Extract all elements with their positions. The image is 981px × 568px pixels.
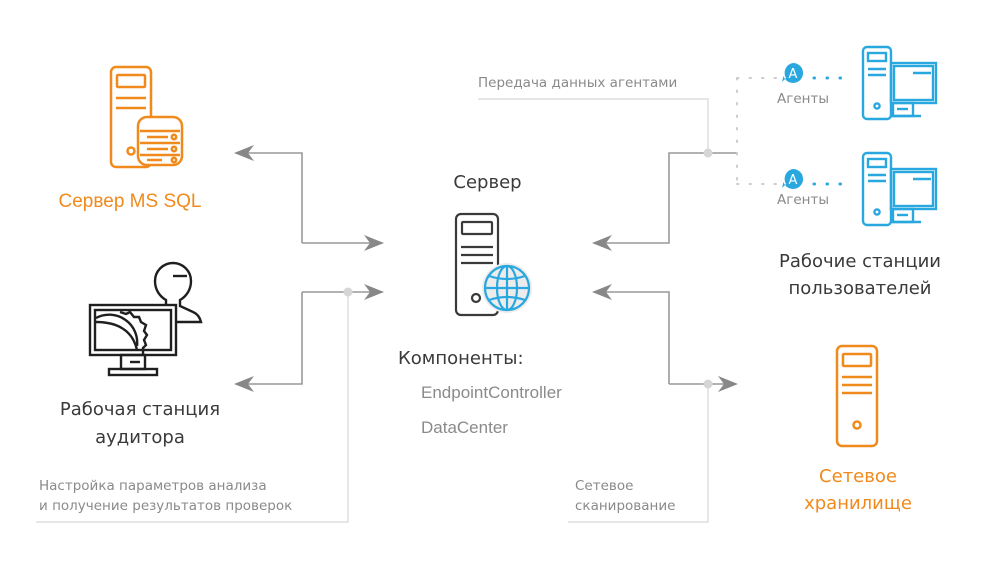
auditor-label: Рабочая станция аудитора (30, 396, 250, 452)
agents-transfer-note: Передача данных агентами (478, 75, 678, 91)
workstations-label-line2: пользователей (788, 278, 932, 299)
audit-settings-note: Настройка параметров анализа и получение… (39, 476, 292, 516)
arrow-to-mssql (234, 145, 303, 243)
agent-badge-1: A (782, 62, 804, 83)
agent-label: Агенты (777, 91, 829, 107)
component-label: EndpointController (421, 383, 562, 402)
agent-badge-2: A (782, 168, 804, 189)
user-workstation-icon (861, 151, 938, 227)
audit-settings-line1: Настройка параметров анализа (39, 478, 267, 494)
storage-label: Сетевое хранилище (770, 463, 946, 517)
workstations-label: Рабочие станции пользователей (745, 248, 975, 302)
network-scan-note: Сетевое сканирование (575, 476, 675, 516)
server-title: Сервер (453, 172, 522, 193)
audit-settings-leader (36, 292, 349, 523)
storage-label-line1: Сетевое (819, 466, 897, 487)
network-scan-line2: сканирование (575, 498, 676, 514)
components-title: Компоненты: (398, 348, 524, 369)
arrow-to-auditor (234, 292, 303, 392)
junction-dots (343, 148, 713, 389)
storage-label-line2: хранилище (804, 493, 912, 514)
junction-dot (703, 148, 713, 158)
component-item: EndpointController (399, 383, 562, 403)
auditor-workstation-icon (88, 261, 203, 377)
arrow-to-server-from-storage (592, 284, 670, 384)
auditor-label-line2: аудитора (95, 427, 185, 448)
mssql-label: Сервер MS SQL (58, 191, 202, 212)
user-workstation-icon (861, 45, 938, 121)
auditor-label-line1: Рабочая станция (59, 399, 221, 420)
bullet-icon (399, 389, 404, 395)
junction-dot (343, 287, 353, 297)
annotation-lines (36, 98, 709, 523)
component-item: DataCenter (399, 418, 508, 438)
audit-settings-line2: и получение результатов проверок (39, 498, 293, 514)
agent-label: Агенты (777, 192, 829, 208)
web-server-icon (454, 212, 532, 317)
workstations-label-line1: Рабочие станции (779, 251, 941, 272)
network-scan-line1: Сетевое (575, 478, 634, 494)
component-label: DataCenter (421, 418, 508, 437)
agent-badge-letter: A (789, 67, 798, 82)
network-scan-leader (568, 384, 709, 523)
junction-dot (703, 379, 713, 389)
bullet-icon (399, 424, 404, 430)
storage-server-icon (835, 344, 879, 448)
agents-transfer-leader (478, 98, 709, 153)
arrow-to-server-from-workstations (592, 152, 737, 251)
agent-badge-letter: A (789, 173, 798, 188)
connectors (234, 145, 738, 392)
agent-dotted-links (736, 76, 854, 186)
database-server-icon (109, 65, 184, 169)
